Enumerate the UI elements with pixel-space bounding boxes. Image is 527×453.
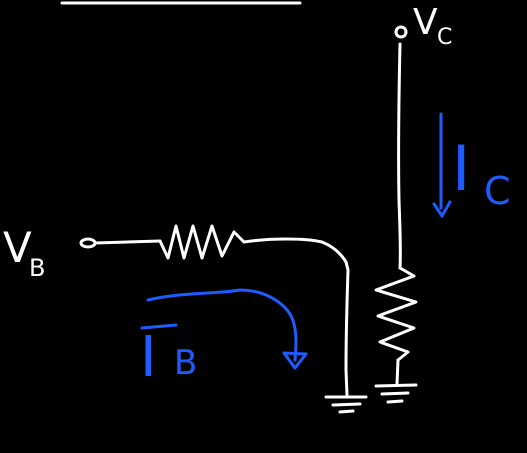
collector-wire-bottom (395, 358, 400, 386)
collector-resistor (374, 266, 418, 362)
ib-current-arrow (146, 288, 308, 370)
collector-wire (397, 42, 402, 270)
vb-terminal (79, 237, 97, 249)
vc-terminal (394, 25, 408, 39)
base-wire-left (93, 239, 162, 245)
vc-label-subscript: C (437, 25, 452, 50)
ib-label-subscript: B (174, 343, 197, 383)
vb-label: V (3, 223, 32, 272)
ground-symbol-base (324, 395, 368, 414)
ib-label-overbar (140, 323, 178, 330)
ic-current-arrow (432, 112, 452, 218)
vb-label-subscript: B (29, 254, 45, 282)
ib-label: I (140, 325, 157, 390)
vc-label: V (413, 2, 438, 43)
base-wire-right (242, 237, 350, 397)
ic-label: I (452, 132, 470, 205)
ground-symbol-collector (374, 383, 418, 404)
ic-label-subscript: C (484, 169, 511, 213)
base-resistor (158, 224, 246, 260)
